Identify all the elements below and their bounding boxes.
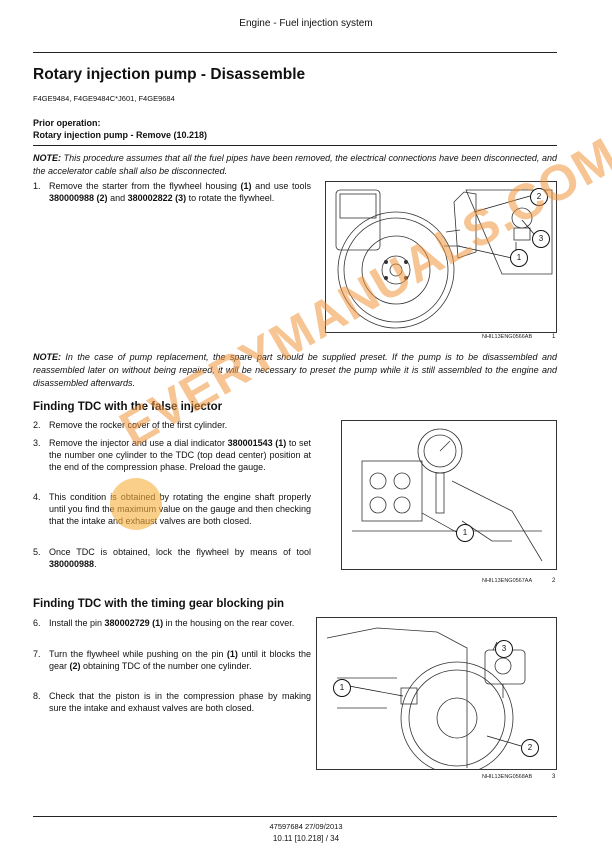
step-number: 4. [33, 492, 41, 502]
step-text: Once TDC is obtained, lock the flywheel … [49, 547, 311, 569]
note-text: In the case of pump replacement, the spa… [33, 352, 557, 388]
running-header: Engine - Fuel injection system [239, 18, 373, 29]
callout-1: 1 [333, 679, 351, 697]
figure-2-dial-indicator: 1 [341, 420, 557, 570]
header-rule [33, 52, 557, 53]
section-heading-blocking-pin: Finding TDC with the timing gear blockin… [33, 598, 285, 610]
callout-1: 1 [510, 249, 528, 267]
callout-3: 3 [532, 230, 550, 248]
step-number: 1. [33, 181, 41, 191]
prior-operation-link[interactable]: Rotary injection pump - Remove (10.218) [33, 130, 208, 140]
step-8: 8. Check that the piston is in the compr… [33, 690, 313, 728]
callout-2: 2 [521, 739, 539, 757]
step-number: 2. [33, 420, 41, 430]
note-text: This procedure assumes that all the fuel… [33, 153, 557, 176]
figure-1-ref: NHIL13ENG0566AB [482, 334, 533, 340]
step-text: Install the pin 380002729 (1) in the hou… [49, 618, 295, 628]
step-5: 5. Once TDC is obtained, lock the flywhe… [33, 546, 313, 572]
step-text: This condition is obtained by rotating t… [49, 492, 311, 526]
figure-2-number: 2 [552, 578, 556, 584]
step-text: Remove the rocker cover of the first cyl… [49, 420, 228, 430]
note-label: NOTE: [33, 153, 61, 163]
callout-2: 2 [530, 188, 548, 206]
footer-rule [33, 816, 557, 817]
note-label: NOTE: [33, 352, 61, 362]
prior-rule [33, 145, 557, 146]
step-text: Turn the flywheel while pushing on the p… [49, 649, 311, 671]
figure-3-ref: NHIL13ENG0568AB [482, 774, 533, 780]
section-heading-false-injector: Finding TDC with the false injector [33, 401, 223, 413]
figure-1-flywheel: 2 3 1 [325, 181, 557, 333]
step-text: Remove the starter from the flywheel hou… [49, 181, 311, 203]
footer-page-number: 10.11 [10.218] / 34 [272, 834, 340, 843]
step-number: 8. [33, 691, 41, 701]
prior-operation-label: Prior operation: [33, 118, 101, 128]
figure-3-timing-gear: 3 1 2 [316, 617, 557, 770]
step-number: 3. [33, 438, 41, 448]
dial-indicator-illustration [352, 428, 543, 562]
note-fuel-pipes: NOTE: This procedure assumes that all th… [33, 152, 557, 178]
figure-2-ref: NHIL13ENG0567AA [482, 578, 533, 584]
flywheel-illustration [335, 189, 553, 329]
callout-3: 3 [495, 640, 513, 658]
step-6: 6. Install the pin 380002729 (1) in the … [33, 617, 313, 643]
step-number: 7. [33, 649, 41, 659]
step-2: 2. Remove the rocker cover of the first … [33, 419, 313, 433]
step-text: Check that the piston is in the compress… [49, 691, 311, 713]
figure-1-number: 1 [552, 334, 556, 340]
timing-gear-illustration [326, 627, 526, 769]
step-4: 4. This condition is obtained by rotatin… [33, 491, 313, 541]
figure-3-number: 3 [552, 774, 556, 780]
footer-doc-number: 47597684 27/09/2013 [269, 822, 343, 831]
page-title: Rotary injection pump - Disassemble [33, 66, 306, 83]
step-text: Remove the injector and use a dial indic… [49, 438, 311, 472]
step-7: 7. Turn the flywheel while pushing on th… [33, 648, 313, 686]
watermark-logo-disc [110, 478, 162, 530]
step-number: 6. [33, 618, 41, 628]
step-number: 5. [33, 547, 41, 557]
step-3: 3. Remove the injector and use a dial in… [33, 437, 313, 487]
model-codes: F4GE9484, F4GE9484C*J601, F4GE9684 [33, 94, 175, 103]
step-1: 1. Remove the starter from the flywheel … [33, 180, 313, 220]
callout-1: 1 [456, 524, 474, 542]
note-pump-replacement: NOTE: In the case of pump replacement, t… [33, 351, 557, 390]
